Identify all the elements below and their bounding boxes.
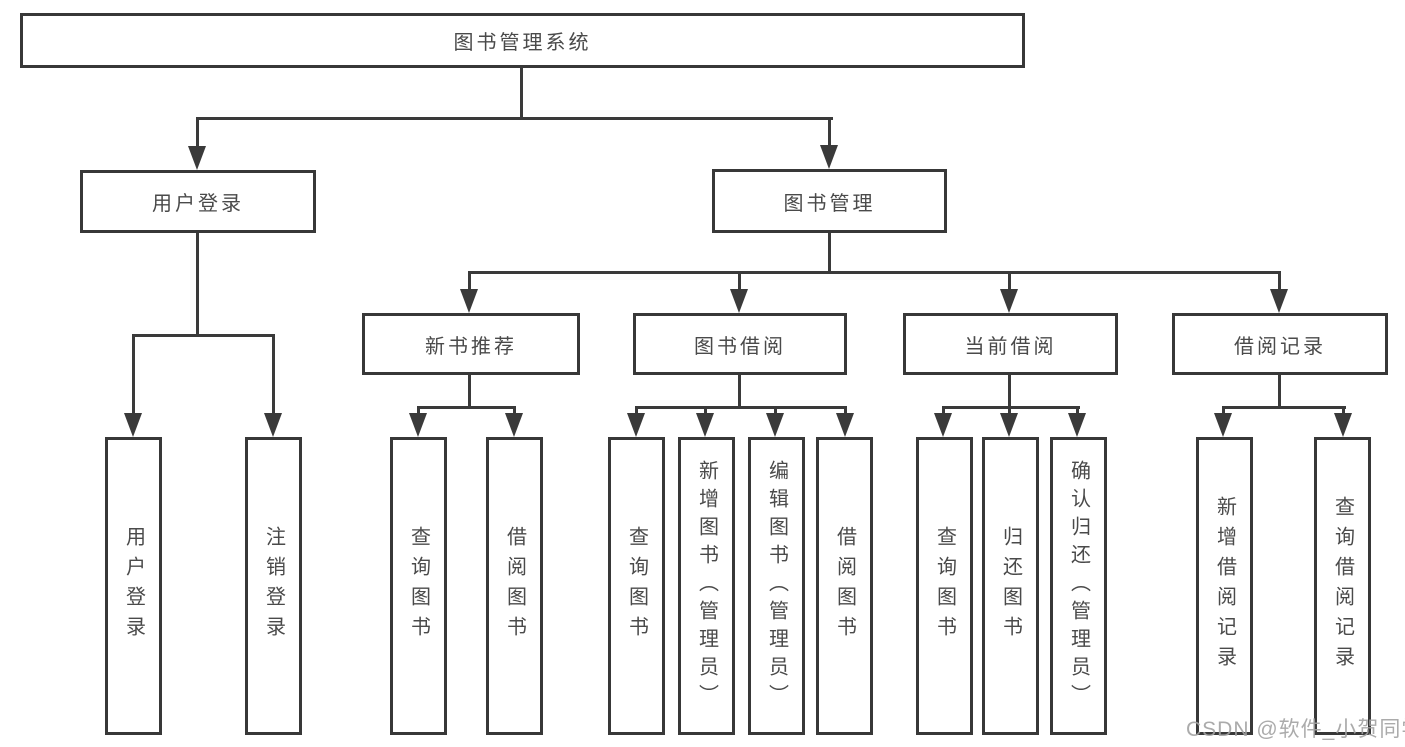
node-book-borrow: 图书借阅 [633, 313, 847, 375]
arrow-down-icon [1214, 413, 1232, 437]
connector-shaft-leaf [774, 406, 777, 416]
leaf-borrow-books-recommend: 借阅图书 [486, 437, 543, 735]
connector-stem [1008, 375, 1011, 409]
node-user-login-label: 用户登录 [152, 193, 244, 215]
connector-stem [468, 375, 471, 409]
arrow-down-icon [627, 413, 645, 437]
node-user-login: 用户登录 [80, 170, 316, 233]
leaf-add-borrow-record: 新增借阅记录 [1196, 437, 1253, 735]
connector-branch [1222, 406, 1346, 409]
connector-shaft-leaf [844, 406, 847, 416]
arrow-down-icon [836, 413, 854, 437]
leaf-return-books-label: 归还图书 [999, 526, 1022, 646]
node-current-borrow: 当前借阅 [903, 313, 1118, 375]
leaf-borrow-books: 借阅图书 [816, 437, 873, 735]
leaf-logout-label: 注销登录 [262, 526, 285, 646]
node-root: 图书管理系统 [20, 13, 1025, 68]
leaf-query-books-current-label: 查询图书 [933, 526, 956, 646]
connector-shaft-leaf [942, 406, 945, 416]
connector-branch [417, 406, 516, 409]
connector-stem [1278, 375, 1281, 409]
connector-user-login-stem [196, 233, 199, 337]
connector-shaft-leaf [417, 406, 420, 416]
arrow-down-icon [1000, 289, 1018, 313]
leaf-query-books-borrow: 查询图书 [608, 437, 665, 735]
arrow-down-icon [188, 146, 206, 170]
arrow-down-icon [409, 413, 427, 437]
leaf-confirm-return-admin: 确认归还（管理员） [1050, 437, 1107, 735]
arrow-down-icon [766, 413, 784, 437]
connector-shaft-leaf [1222, 406, 1225, 416]
leaf-add-books-admin: 新增图书（管理员） [678, 437, 735, 735]
connector-shaft-level3 [738, 271, 741, 291]
leaf-return-books: 归还图书 [982, 437, 1039, 735]
arrow-down-icon [696, 413, 714, 437]
leaf-edit-books-admin: 编辑图书（管理员） [748, 437, 805, 735]
connector-shaft-leaf [1342, 406, 1345, 416]
connector-book-management-branch [468, 271, 1281, 274]
connector-shaft-level3 [468, 271, 471, 291]
node-root-label: 图书管理系统 [453, 32, 592, 54]
leaf-user-login-label: 用户登录 [122, 526, 145, 646]
node-book-borrow-label: 图书借阅 [694, 335, 786, 358]
connector-branch [635, 406, 847, 409]
leaf-edit-books-admin-label: 编辑图书（管理员） [765, 460, 788, 712]
leaf-borrow-books-recommend-label: 借阅图书 [503, 526, 526, 646]
arrow-down-icon [820, 145, 838, 169]
leaf-add-borrow-record-label: 新增借阅记录 [1213, 496, 1236, 676]
connector-shaft-level3 [1008, 271, 1011, 291]
connector-shaft-level3 [1278, 271, 1281, 291]
connector-shaft-leaf [635, 406, 638, 416]
connector-branch [942, 406, 1080, 409]
node-new-book-recommend: 新书推荐 [362, 313, 580, 375]
node-book-management: 图书管理 [712, 169, 947, 233]
leaf-query-borrow-record: 查询借阅记录 [1314, 437, 1371, 735]
arrow-down-icon [460, 289, 478, 313]
arrow-down-icon [1068, 413, 1086, 437]
node-borrow-record-label: 借阅记录 [1234, 335, 1326, 358]
connector-root-branch [196, 117, 833, 120]
connector-shaft-leaf [272, 334, 275, 414]
leaf-query-books-borrow-label: 查询图书 [625, 526, 648, 646]
connector-book-management-stem [828, 233, 831, 274]
arrow-down-icon [730, 289, 748, 313]
node-borrow-record: 借阅记录 [1172, 313, 1388, 375]
arrow-down-icon [505, 413, 523, 437]
connector-shaft-leaf [132, 334, 135, 414]
leaf-user-login: 用户登录 [105, 437, 162, 735]
leaf-logout: 注销登录 [245, 437, 302, 735]
leaf-query-borrow-record-label: 查询借阅记录 [1331, 496, 1354, 676]
connector-root-stem [520, 67, 523, 119]
connector-user-login-branch [132, 334, 275, 337]
arrow-down-icon [1334, 413, 1352, 437]
connector-shaft-book-management [828, 117, 831, 146]
arrow-down-icon [1270, 289, 1288, 313]
connector-shaft-leaf [513, 406, 516, 416]
arrow-down-icon [264, 413, 282, 437]
leaf-query-books-current: 查询图书 [916, 437, 973, 735]
connector-shaft-leaf [704, 406, 707, 416]
connector-stem [738, 375, 741, 409]
arrow-down-icon [1000, 413, 1018, 437]
connector-shaft-leaf [1076, 406, 1079, 416]
leaf-query-books-recommend-label: 查询图书 [407, 526, 430, 646]
csdn-watermark: CSDN @软件_小贺同学 [1186, 718, 1405, 741]
node-book-management-label: 图书管理 [783, 192, 876, 215]
leaf-query-books-recommend: 查询图书 [390, 437, 447, 735]
leaf-borrow-books-label: 借阅图书 [833, 526, 856, 646]
arrow-down-icon [124, 413, 142, 437]
leaf-confirm-return-admin-label: 确认归还（管理员） [1067, 460, 1090, 712]
node-new-book-recommend-label: 新书推荐 [425, 335, 517, 358]
connector-shaft-user-login [196, 117, 199, 148]
connector-shaft-leaf [1008, 406, 1011, 416]
leaf-add-books-admin-label: 新增图书（管理员） [695, 460, 718, 712]
node-current-borrow-label: 当前借阅 [964, 335, 1057, 358]
arrow-down-icon [934, 413, 952, 437]
